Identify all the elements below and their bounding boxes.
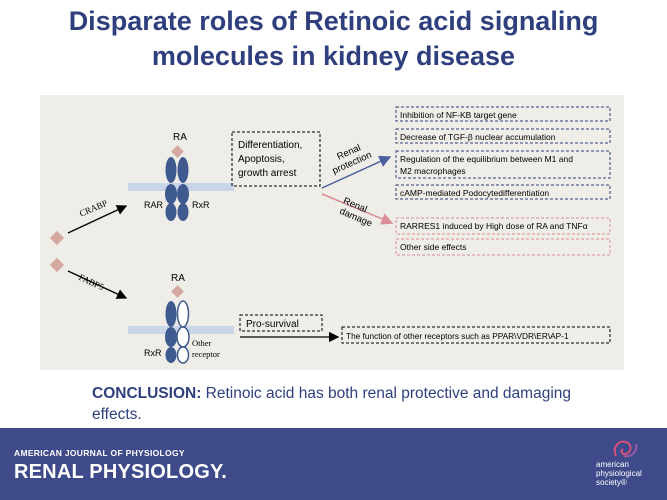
bottom-ra-label: RA — [171, 273, 185, 284]
aps-text-3: society® — [596, 478, 627, 487]
effect-tgf: Decrease of TGF-β nuclear accumulation — [400, 132, 556, 142]
bottom-ra-ligand — [171, 285, 184, 298]
differentiation-box — [231, 131, 321, 187]
other-receptor-label-2: receptor — [192, 349, 220, 359]
journal-name-line-1: AMERICAN JOURNAL OF PHYSIOLOGY — [14, 448, 185, 458]
top-ra-ligand — [171, 145, 184, 158]
rxr-other-receptor — [165, 300, 190, 364]
effect-box-macrophage — [395, 150, 611, 179]
rar-rxr-receptor — [165, 157, 189, 221]
aps-swirl-icon — [613, 440, 638, 458]
aps-logo: american physiological society® — [596, 438, 660, 498]
journal-name-line-2: RENAL PHYSIOLOGY. — [14, 461, 228, 483]
conclusion-text: Retinoic acid has both renal protective … — [92, 385, 572, 423]
protection-arrow — [321, 155, 392, 189]
slide-title: Disparate roles of Retinoic acid signali… — [0, 4, 667, 74]
rar-label: RAR — [144, 200, 164, 210]
pro-survival-label: Pro-survival — [246, 319, 299, 330]
ra-ligand-diamond-2 — [49, 257, 65, 273]
damage-arrow — [321, 193, 394, 225]
signaling-diagram: CRABP FABP5 RA RAR RxR Differentiation, … — [49, 106, 611, 364]
bottom-rxr-label: RxR — [144, 348, 162, 358]
top-ra-label: RA — [173, 132, 187, 143]
conclusion-label: CONCLUSION: — [92, 385, 202, 402]
crabp-arrow — [67, 205, 128, 234]
other-receptors-effect: The function of other receptors such as … — [346, 331, 569, 341]
effect-side: Other side effects — [400, 242, 466, 252]
pro-survival-box — [239, 314, 323, 332]
top-rxr-label: RxR — [192, 200, 210, 210]
title-line-2: molecules in kidney disease — [151, 41, 516, 71]
journal-footer: AMERICAN JOURNAL OF PHYSIOLOGY RENAL PHY… — [0, 428, 667, 500]
outcome-line-1: Differentiation, — [238, 140, 302, 151]
effect-box-side — [395, 238, 611, 256]
fabp5-label: FABP5 — [77, 272, 106, 292]
conclusion: CONCLUSION: Retinoic acid has both renal… — [92, 383, 612, 425]
effect-box-rarres1 — [395, 217, 611, 235]
effect-box-tgf — [395, 128, 611, 144]
effect-rarres1: RARRES1 induced by High dose of RA and T… — [400, 221, 588, 231]
ra-ligand-diamond-1 — [49, 230, 65, 246]
effect-podocyte: cAMP-mediated Podocytedifferentiation — [400, 188, 549, 198]
effect-macrophage-1: Regulation of the equilibrium between M1… — [400, 154, 573, 164]
effect-box-podocyte — [395, 184, 611, 200]
outcome-line-3: growth arrest — [238, 168, 297, 179]
title-line-1: Disparate roles of Retinoic acid signali… — [68, 6, 599, 36]
outcome-line-2: Apoptosis, — [238, 154, 285, 165]
other-receptor-label-1: Other — [192, 338, 212, 348]
effect-nfkb: Inhibition of NF-KB target gene — [400, 110, 517, 120]
aps-text-1: american — [596, 460, 629, 469]
effect-box-nfkb — [395, 106, 611, 122]
fabp5-arrow — [67, 270, 128, 299]
other-receptors-box — [341, 326, 611, 344]
diagram-panel: CRABP FABP5 RA RAR RxR Differentiation, … — [40, 95, 624, 370]
aps-text-2: physiological — [596, 469, 642, 478]
effect-macrophage-2: M2 macrophages — [400, 166, 466, 176]
